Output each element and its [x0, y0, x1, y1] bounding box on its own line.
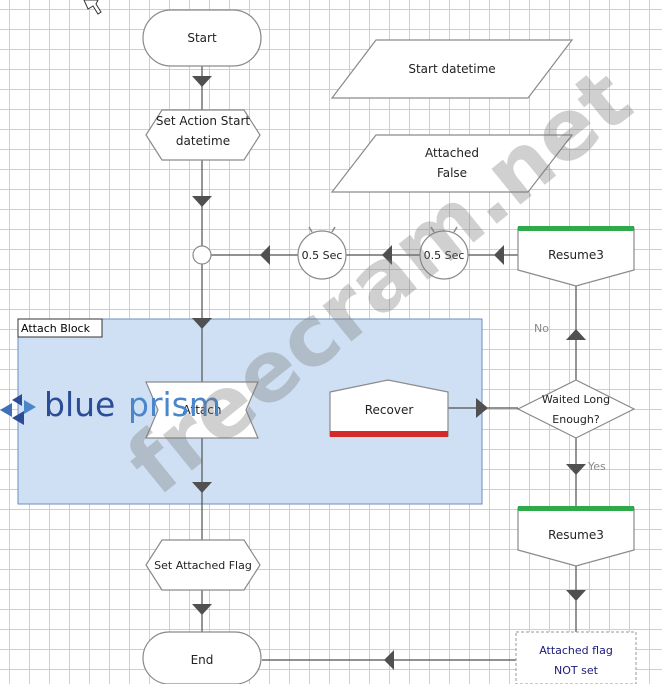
- attach-stage[interactable]: [145, 381, 259, 439]
- attached-label-line1: Attached: [425, 146, 479, 160]
- logo-text-blue: blue: [44, 385, 115, 424]
- branch-yes-label: Yes: [587, 460, 606, 473]
- note-label-line2: NOT set: [554, 664, 599, 677]
- anchor-junction[interactable]: [192, 245, 212, 265]
- set-action-start-label-line2: datetime: [176, 134, 230, 148]
- wait-stage-2[interactable]: [419, 226, 469, 280]
- attached-label-line2: False: [437, 166, 467, 180]
- decision-label-line1: Waited Long: [542, 393, 610, 406]
- end-stage[interactable]: [142, 631, 262, 684]
- attach-label: Attach: [183, 403, 222, 417]
- decision-label-line2: Enough?: [552, 413, 600, 426]
- note-label-line1: Attached flag: [539, 644, 613, 657]
- start-datetime-data-item[interactable]: [330, 39, 574, 99]
- mouse-cursor-icon: [83, 0, 102, 15]
- start-datetime-label: Start datetime: [408, 62, 495, 76]
- blueprism-logo-mark-icon: [12, 394, 22, 406]
- resume-top-label: Resume3: [548, 248, 604, 262]
- attached-flag-note[interactable]: [515, 631, 637, 684]
- waited-long-enough-decision[interactable]: [516, 379, 636, 439]
- recover-status-bar: [330, 431, 448, 437]
- attach-block-title: Attach Block: [21, 322, 91, 335]
- set-attached-flag-label: Set Attached Flag: [154, 559, 252, 572]
- resume-bottom-status-bar: [518, 506, 634, 511]
- wait-1-label: 0.5 Sec: [302, 249, 343, 262]
- resume-top-status-bar: [518, 226, 634, 231]
- start-stage[interactable]: [142, 9, 262, 67]
- recover-stage[interactable]: [329, 379, 449, 437]
- wait-stage-1[interactable]: [297, 226, 347, 280]
- start-label: Start: [187, 31, 217, 45]
- wait-2-label: 0.5 Sec: [424, 249, 465, 262]
- set-attached-flag-stage[interactable]: [145, 539, 261, 591]
- recover-label: Recover: [365, 403, 414, 417]
- arrowheads: [192, 76, 586, 670]
- blueprism-logo: blue prism: [0, 385, 221, 425]
- branch-no-label: No: [534, 322, 549, 335]
- set-action-start-datetime-stage[interactable]: [145, 109, 261, 161]
- set-action-start-label-line1: Set Action Start: [156, 114, 251, 128]
- logo-text-prism: prism: [128, 385, 221, 424]
- end-label: End: [191, 653, 214, 667]
- resume-bottom-label: Resume3: [548, 528, 604, 542]
- attach-block-title-box: [17, 318, 103, 338]
- attached-data-item[interactable]: [330, 134, 574, 193]
